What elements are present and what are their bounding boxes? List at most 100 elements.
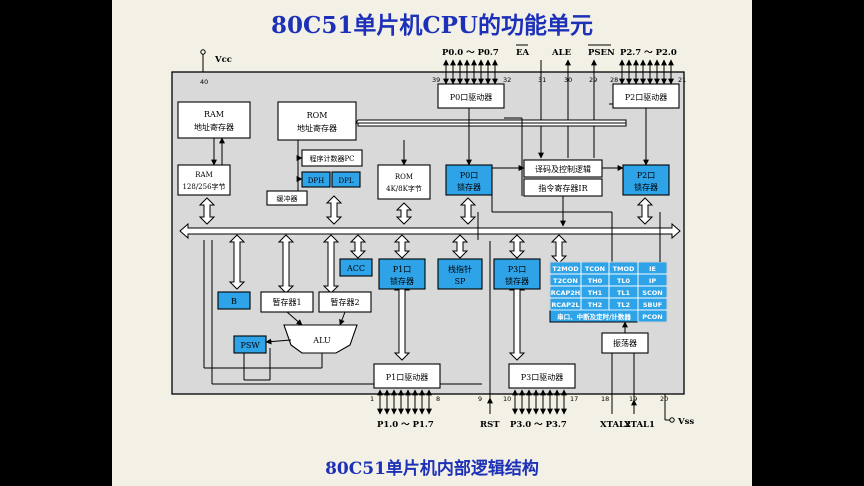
svg-text:栈指针: 栈指针 (448, 264, 472, 274)
svg-text:锁存器: 锁存器 (390, 276, 414, 286)
temp-register-1: 暂存器1 (260, 291, 314, 313)
p1-pin-start: 1 (370, 395, 374, 403)
sfr-register-label: RCAP2L (551, 301, 579, 309)
sfr-register-label: TMOD (613, 265, 635, 273)
ale-pin: ALE 30 (551, 48, 572, 158)
p1-latch: P1口 锁存器 (378, 258, 426, 290)
p3-pins-label: P3.0 ～ P3.7 (510, 420, 567, 430)
svg-text:ALU: ALU (312, 336, 331, 345)
sfr-register-label: T2CON (553, 277, 578, 285)
svg-text:暂存器2: 暂存器2 (330, 297, 359, 307)
svg-text:锁存器: 锁存器 (634, 182, 658, 192)
xtal1-label: XTAL1 (624, 420, 655, 430)
p0-driver: P0口驱动器 (437, 83, 505, 109)
p3-driver: P3口驱动器 (508, 363, 576, 389)
svg-text:P2口: P2口 (637, 171, 655, 180)
psw-register: PSW (233, 335, 267, 354)
svg-text:RAM: RAM (204, 110, 224, 119)
svg-text:ROM: ROM (307, 111, 328, 120)
oscillator: 振荡器 (601, 332, 649, 354)
p1-pin-lines (377, 389, 432, 415)
xtal1-pin: 19 XTAL1 (624, 395, 655, 430)
xtal2-pin: 18 XTAL2 (600, 395, 631, 430)
svg-text:地址寄存器: 地址寄存器 (297, 123, 337, 133)
p2-pin-lines (619, 59, 674, 85)
svg-text:指令寄存器IR: 指令寄存器IR (538, 183, 588, 193)
p3-pin-start: 10 (503, 395, 511, 403)
b-register: B (217, 291, 251, 310)
xtal1-pin-number: 19 (629, 395, 637, 403)
svg-text:DPH: DPH (308, 177, 324, 185)
acc-register: ACC (339, 258, 373, 277)
svg-text:锁存器: 锁存器 (457, 182, 481, 192)
mcu-block-diagram: Vcc 40 P0.0 ～ P0.7 39 32 EA 31 ALE 30 (171, 44, 694, 430)
rom-block: ROM 4K/8K字节 (377, 164, 431, 200)
svg-text:缓冲器: 缓冲器 (277, 194, 298, 203)
svg-text:P1口: P1口 (393, 265, 411, 274)
decoder-control-logic: 译码及控制逻辑 (523, 159, 603, 178)
svg-text:振荡器: 振荡器 (613, 338, 637, 348)
xtal2-pin-number: 18 (601, 395, 609, 403)
p2-pins-label: P2.7 ～ P2.0 (620, 48, 677, 58)
sfr-pcon-label: PCON (642, 313, 663, 321)
program-counter: 程序计数器PC (301, 149, 363, 167)
svg-text:B: B (231, 297, 237, 306)
p0-latch: P0口 锁存器 (445, 164, 493, 196)
p0-pin-lines (443, 59, 498, 85)
ea-pin-number: 31 (538, 76, 546, 84)
psen-pin: PSEN 29 (588, 44, 615, 158)
rst-pin: 9 RST (478, 395, 500, 430)
svg-text:地址寄存器: 地址寄存器 (194, 122, 234, 132)
psen-pin-number: 29 (589, 76, 597, 84)
temp-register-2: 暂存器2 (318, 291, 372, 313)
svg-text:程序计数器PC: 程序计数器PC (309, 154, 354, 163)
svg-text:P1口驱动器: P1口驱动器 (386, 372, 428, 382)
svg-text:SP: SP (455, 277, 466, 286)
psen-label: PSEN (588, 48, 615, 58)
slide: 80C51单片机CPU的功能单元 Vcc 40 P0.0 ～ P0.7 39 3… (112, 0, 752, 486)
rst-label: RST (480, 420, 500, 430)
svg-text:DPL: DPL (339, 177, 354, 185)
svg-text:RAM: RAM (195, 171, 213, 179)
sfr-register-label: T2MOD (552, 265, 579, 273)
internal-data-bus (179, 222, 681, 240)
p0-pin-start: 39 (432, 76, 440, 84)
ram-block: RAM 128/256字节 (177, 164, 231, 196)
p3-pin-lines (512, 389, 567, 415)
alu: ALU (283, 324, 358, 354)
vcc-label: Vcc (214, 55, 232, 65)
svg-text:128/256字节: 128/256字节 (182, 182, 225, 191)
sfr-register-label: RCAP2H (551, 289, 581, 297)
rst-pin-number: 9 (478, 395, 482, 403)
bus-connectors (198, 195, 654, 361)
sfr-register-label: TH2 (588, 301, 602, 309)
svg-text:P2口驱动器: P2口驱动器 (625, 92, 667, 102)
svg-text:ROM: ROM (395, 173, 413, 181)
ram-address-register: RAM 地址寄存器 (177, 101, 251, 139)
svg-text:译码及控制逻辑: 译码及控制逻辑 (535, 164, 591, 174)
sfr-cell (637, 309, 668, 323)
osc-lines (611, 260, 661, 400)
p0-pins-label: P0.0 ～ P0.7 (442, 48, 499, 58)
p0-pin-end: 32 (503, 76, 511, 84)
p2-pin-end: 21 (678, 76, 686, 84)
p3-latch: P3口 锁存器 (493, 258, 541, 290)
stack-pointer: 栈指针 SP (437, 258, 483, 290)
page-title: 80C51单片机CPU的功能单元 (271, 12, 593, 39)
vss-pin-number: 20 (660, 395, 668, 403)
instruction-register: 指令寄存器IR (523, 178, 603, 197)
buffer-block: 缓冲器 (266, 190, 308, 206)
dph-register: DPH (301, 171, 331, 188)
control-lines (211, 103, 661, 400)
rom-address-register: ROM 地址寄存器 (277, 101, 357, 141)
sfr-register-label: IE (649, 265, 656, 273)
sfr-register-label: TH1 (588, 289, 603, 297)
svg-text:暂存器1: 暂存器1 (272, 297, 301, 307)
vcc-pin: Vcc 40 (200, 49, 232, 86)
vcc-pin-number: 40 (200, 78, 208, 86)
sfr-register-label: TL1 (617, 289, 631, 297)
p2-pin-start: 28 (610, 76, 618, 84)
sfr-footer-label: 串口、中断及定时/计数器 (557, 312, 631, 321)
svg-text:锁存器: 锁存器 (505, 276, 529, 286)
svg-text:P0口驱动器: P0口驱动器 (450, 92, 492, 102)
